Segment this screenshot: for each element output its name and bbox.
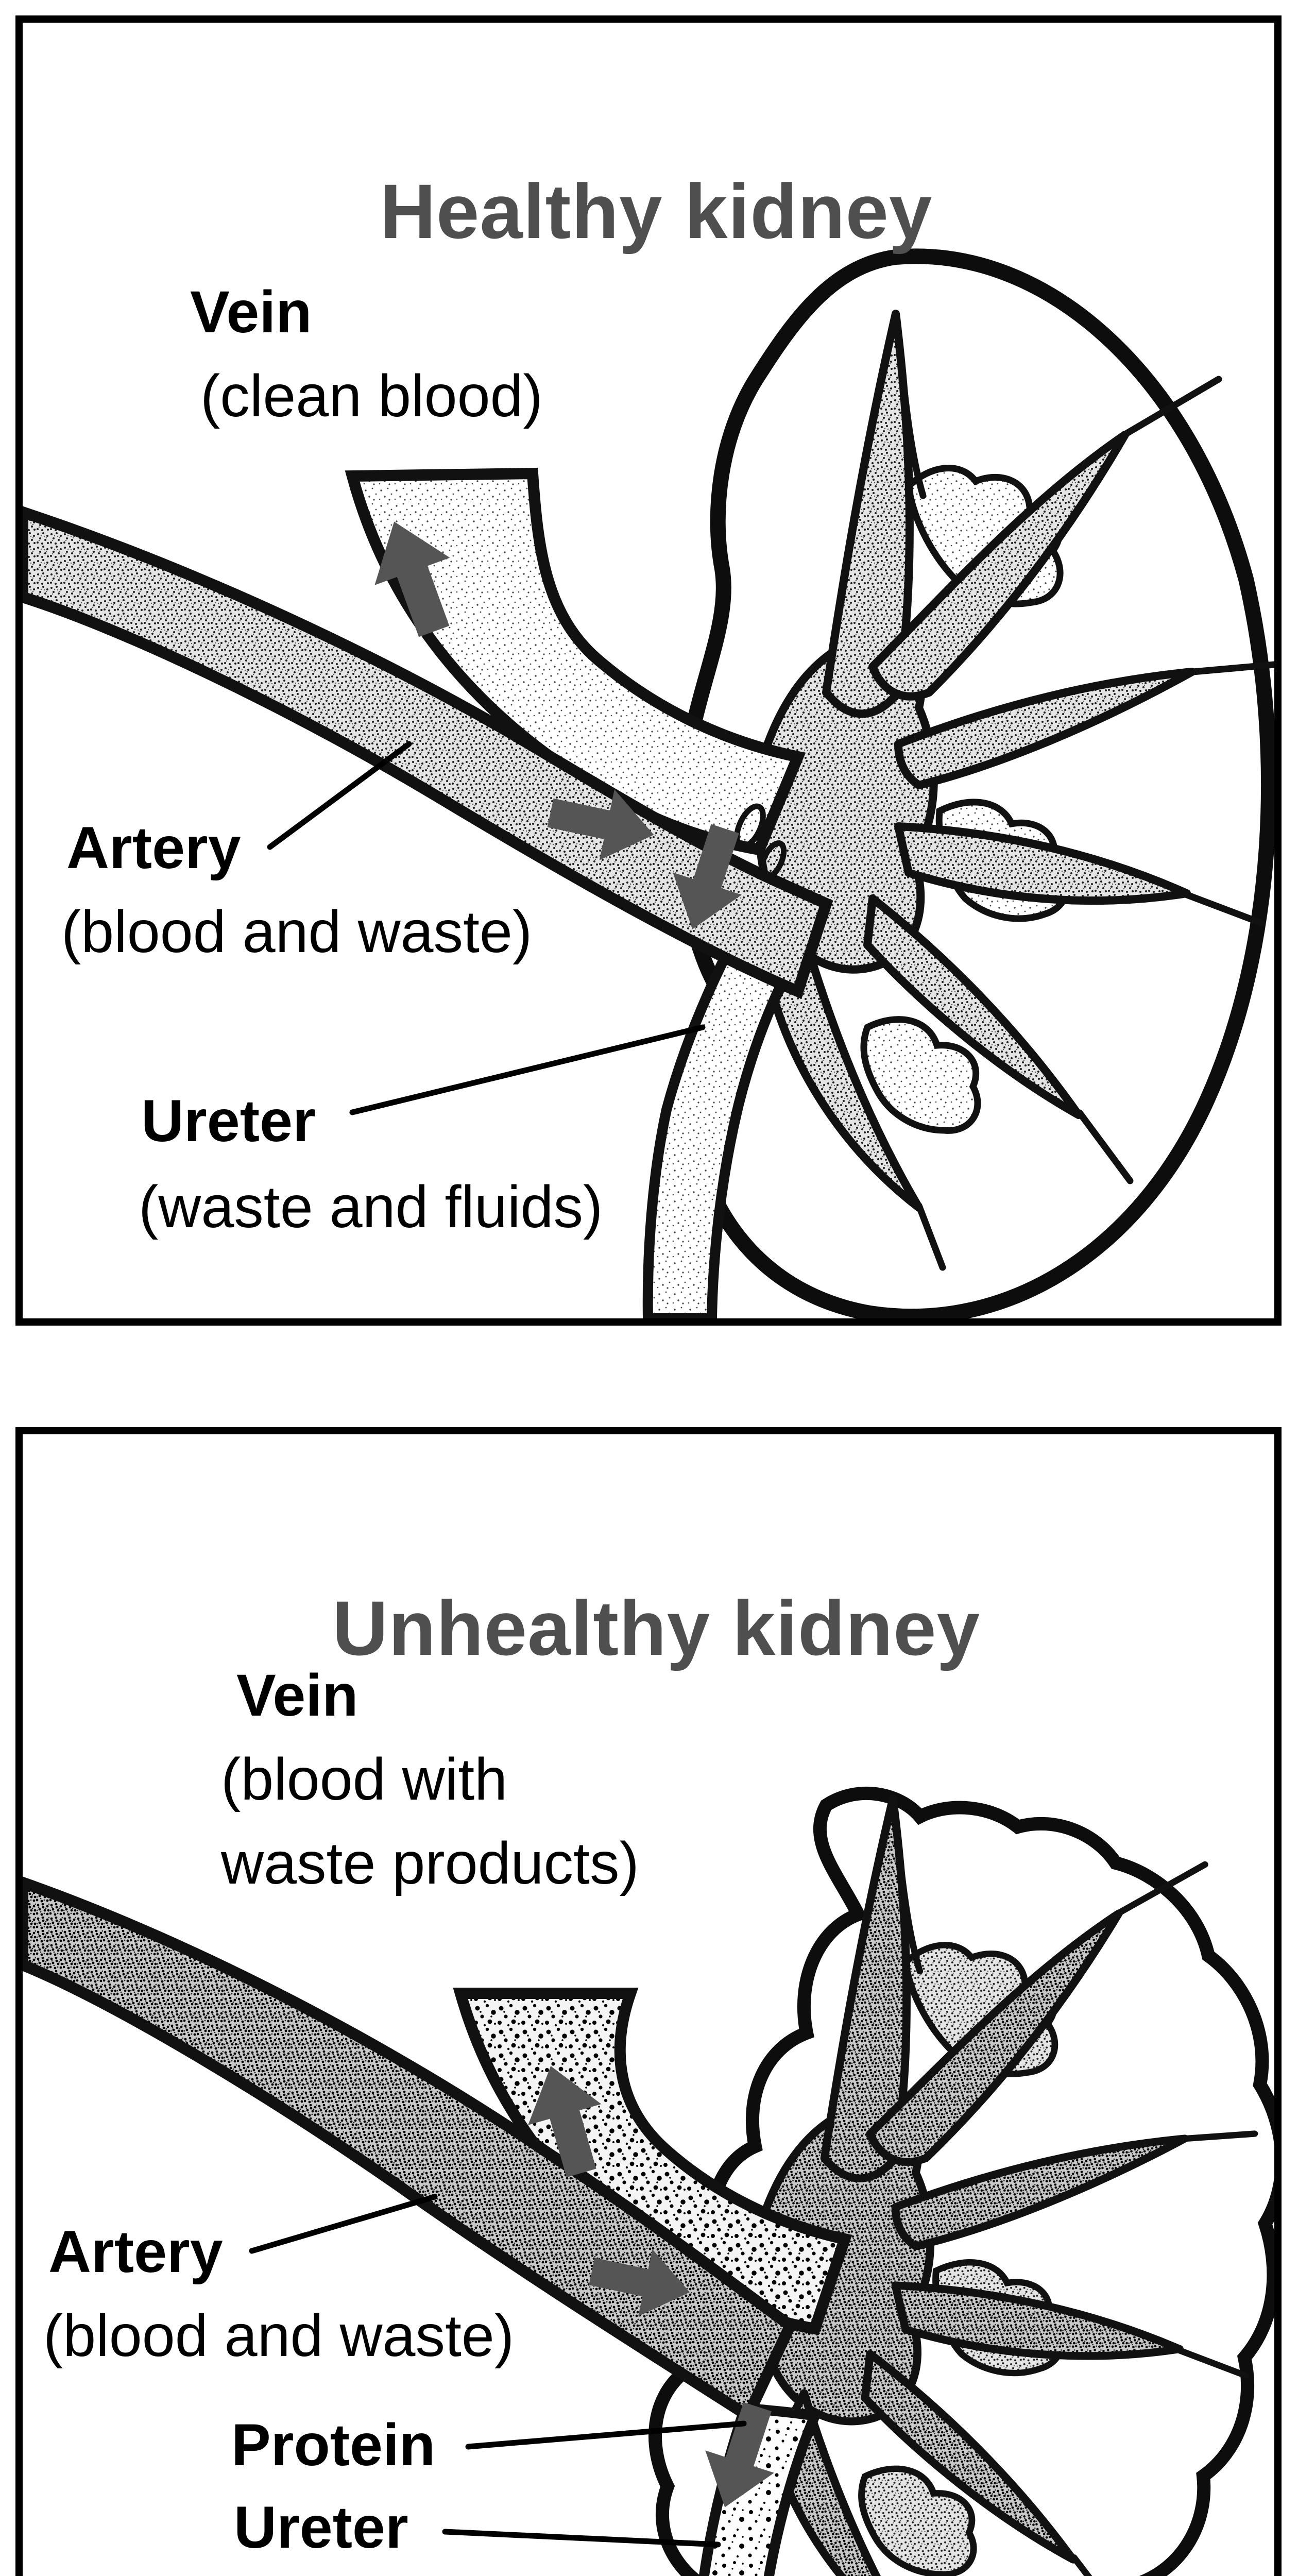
ureter-label: Ureter [141, 1088, 316, 1154]
ureter-label-detail: (waste and fluids) [139, 1174, 603, 1240]
artery-label-detail: (blood and waste) [61, 899, 533, 965]
vein-label-detail-2: waste products) [221, 1831, 639, 1896]
vein-tube [345, 467, 806, 856]
artery-label-detail: (blood and waste) [43, 2303, 515, 2369]
artery-leader-line [249, 2194, 438, 2254]
renal-vessel-tree [753, 310, 1196, 1212]
panel-title: Unhealthy kidney [332, 1584, 980, 1671]
vein-label: Vein [236, 1663, 358, 1728]
artery-leader-line [267, 741, 412, 850]
ureter-leader-line [442, 2529, 721, 2548]
panel-unhealthy-kidney: Unhealthy kidney Vein (blood with waste … [15, 1427, 1282, 2576]
panel-title: Healthy kidney [380, 167, 933, 255]
artery-label: Artery [48, 2219, 223, 2285]
healthy-kidney-illustration [23, 248, 1274, 1318]
vein-label-detail: (clean blood) [200, 363, 543, 429]
protein-label: Protein [231, 2412, 436, 2478]
vein-label-detail-1: (blood with [221, 1747, 508, 1812]
vessel-twigs [893, 315, 1274, 1271]
protein-leader-line [465, 2420, 747, 2450]
artery-tube [23, 506, 833, 999]
vein-label: Vein [190, 279, 312, 345]
panel-healthy-kidney: Healthy kidney Vein (clean blood) Artery… [15, 15, 1282, 1326]
renal-vessel-tree [752, 1794, 1189, 2576]
artery-label: Artery [66, 815, 241, 881]
unhealthy-kidney-illustration [23, 1786, 1274, 2576]
ureter-label: Ureter [234, 2495, 408, 2561]
ureter-leader-line [349, 1024, 706, 1115]
vessel-twigs [891, 1800, 1258, 2576]
hilum-vessel-loops [734, 803, 787, 880]
